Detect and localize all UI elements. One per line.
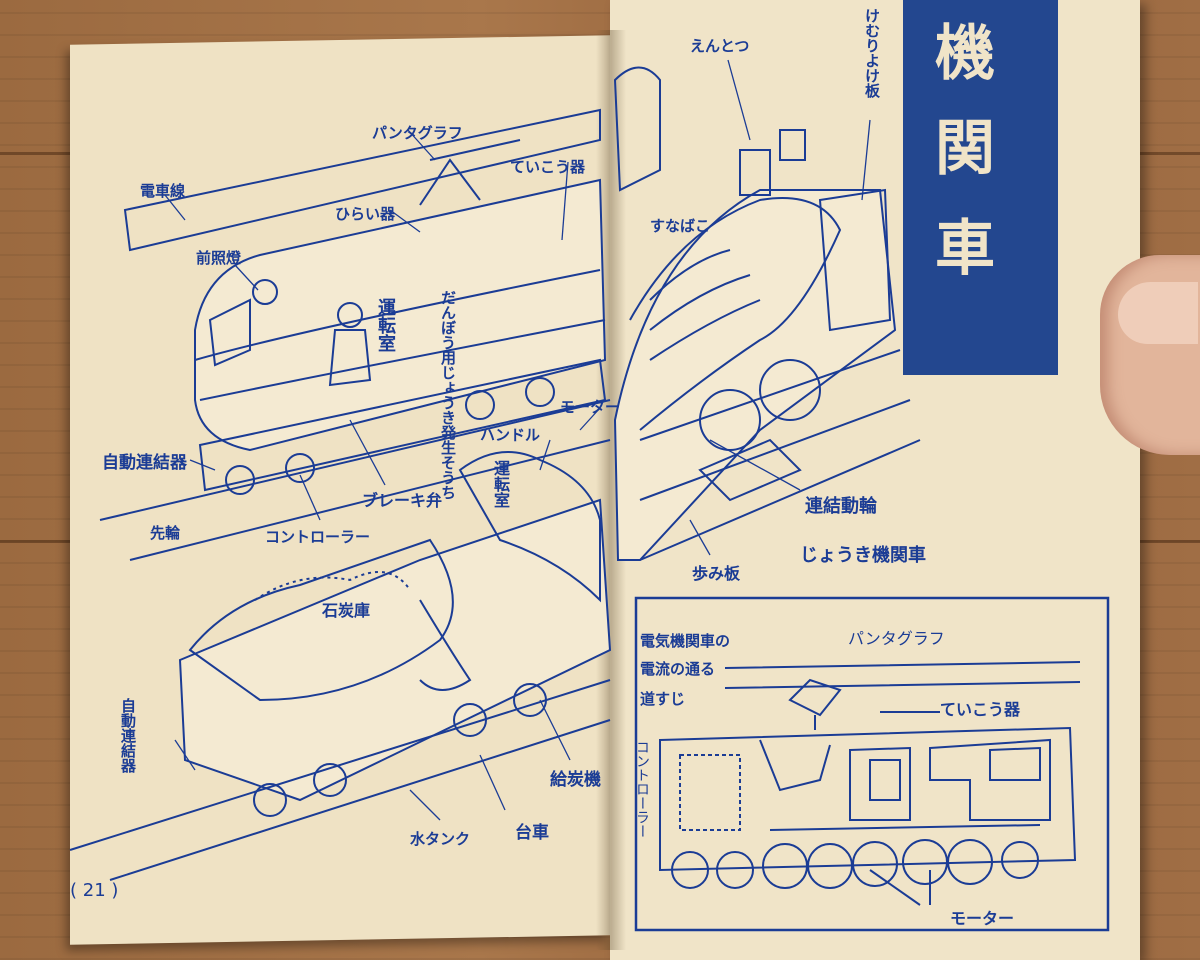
label-chimney: えんとつ [690, 37, 750, 55]
label-pantograph: パンタグラフ [372, 124, 463, 142]
label-coal-bunker: 石炭庫 [322, 601, 371, 620]
label-auto-coupler: 自動連結器 [102, 453, 187, 473]
label-sandbox: すなばこ [650, 217, 711, 235]
label-steam-locomotive: じょうき機関車 [800, 545, 926, 566]
label-heater-steam-generator: だんぼう用じょうき発生そうち [439, 290, 457, 500]
label-motor: モーター [560, 398, 621, 416]
label-resistor: ていこう器 [510, 158, 586, 176]
page-number-left: ( 21 ) [70, 880, 119, 901]
label-lightning-arrester: ひらい器 [335, 205, 396, 223]
label-controller: コントローラー [265, 528, 371, 546]
label-coupled-driving-wheel: 連結動輪 [805, 496, 877, 517]
thumb-nail [1118, 282, 1198, 344]
inset-caption-line-3: 道すじ [640, 690, 686, 708]
label-running-board: 歩み板 [692, 564, 741, 583]
label-water-tank: 水タンク [410, 830, 471, 848]
title-band [903, 0, 1058, 375]
inset-label-motor: モーター [950, 909, 1015, 928]
inset-label-controller: コントローラー [634, 740, 650, 838]
inset-caption-line-1: 電気機関車の [640, 632, 731, 650]
label-smoke-deflector: けむりよけ板 [863, 8, 881, 98]
label-tender-coupler: 自動連結器 [119, 698, 137, 773]
title-char-3: 車 [935, 214, 995, 284]
label-tender-cab: 運転室 [491, 460, 510, 508]
label-headlight: 前照燈 [196, 249, 242, 267]
label-bogie: 台車 [515, 823, 549, 843]
title-char-2: 関 [935, 114, 995, 184]
label-cab: 運転室 [375, 298, 396, 352]
inset-label-resistor: ていこう器 [940, 700, 1021, 719]
label-leading-wheel: 先輪 [150, 524, 181, 542]
inset-label-pantograph: パンタグラフ [848, 629, 945, 648]
label-brake-valve: ブレーキ弁 [362, 491, 443, 510]
label-stoker: 給炭機 [550, 770, 601, 790]
label-handle: ハンドル [480, 426, 541, 444]
inset-caption-line-2: 電流の通る [640, 660, 716, 678]
title-char-1: 機 [935, 19, 995, 89]
label-overhead-wire: 電車線 [140, 182, 186, 200]
